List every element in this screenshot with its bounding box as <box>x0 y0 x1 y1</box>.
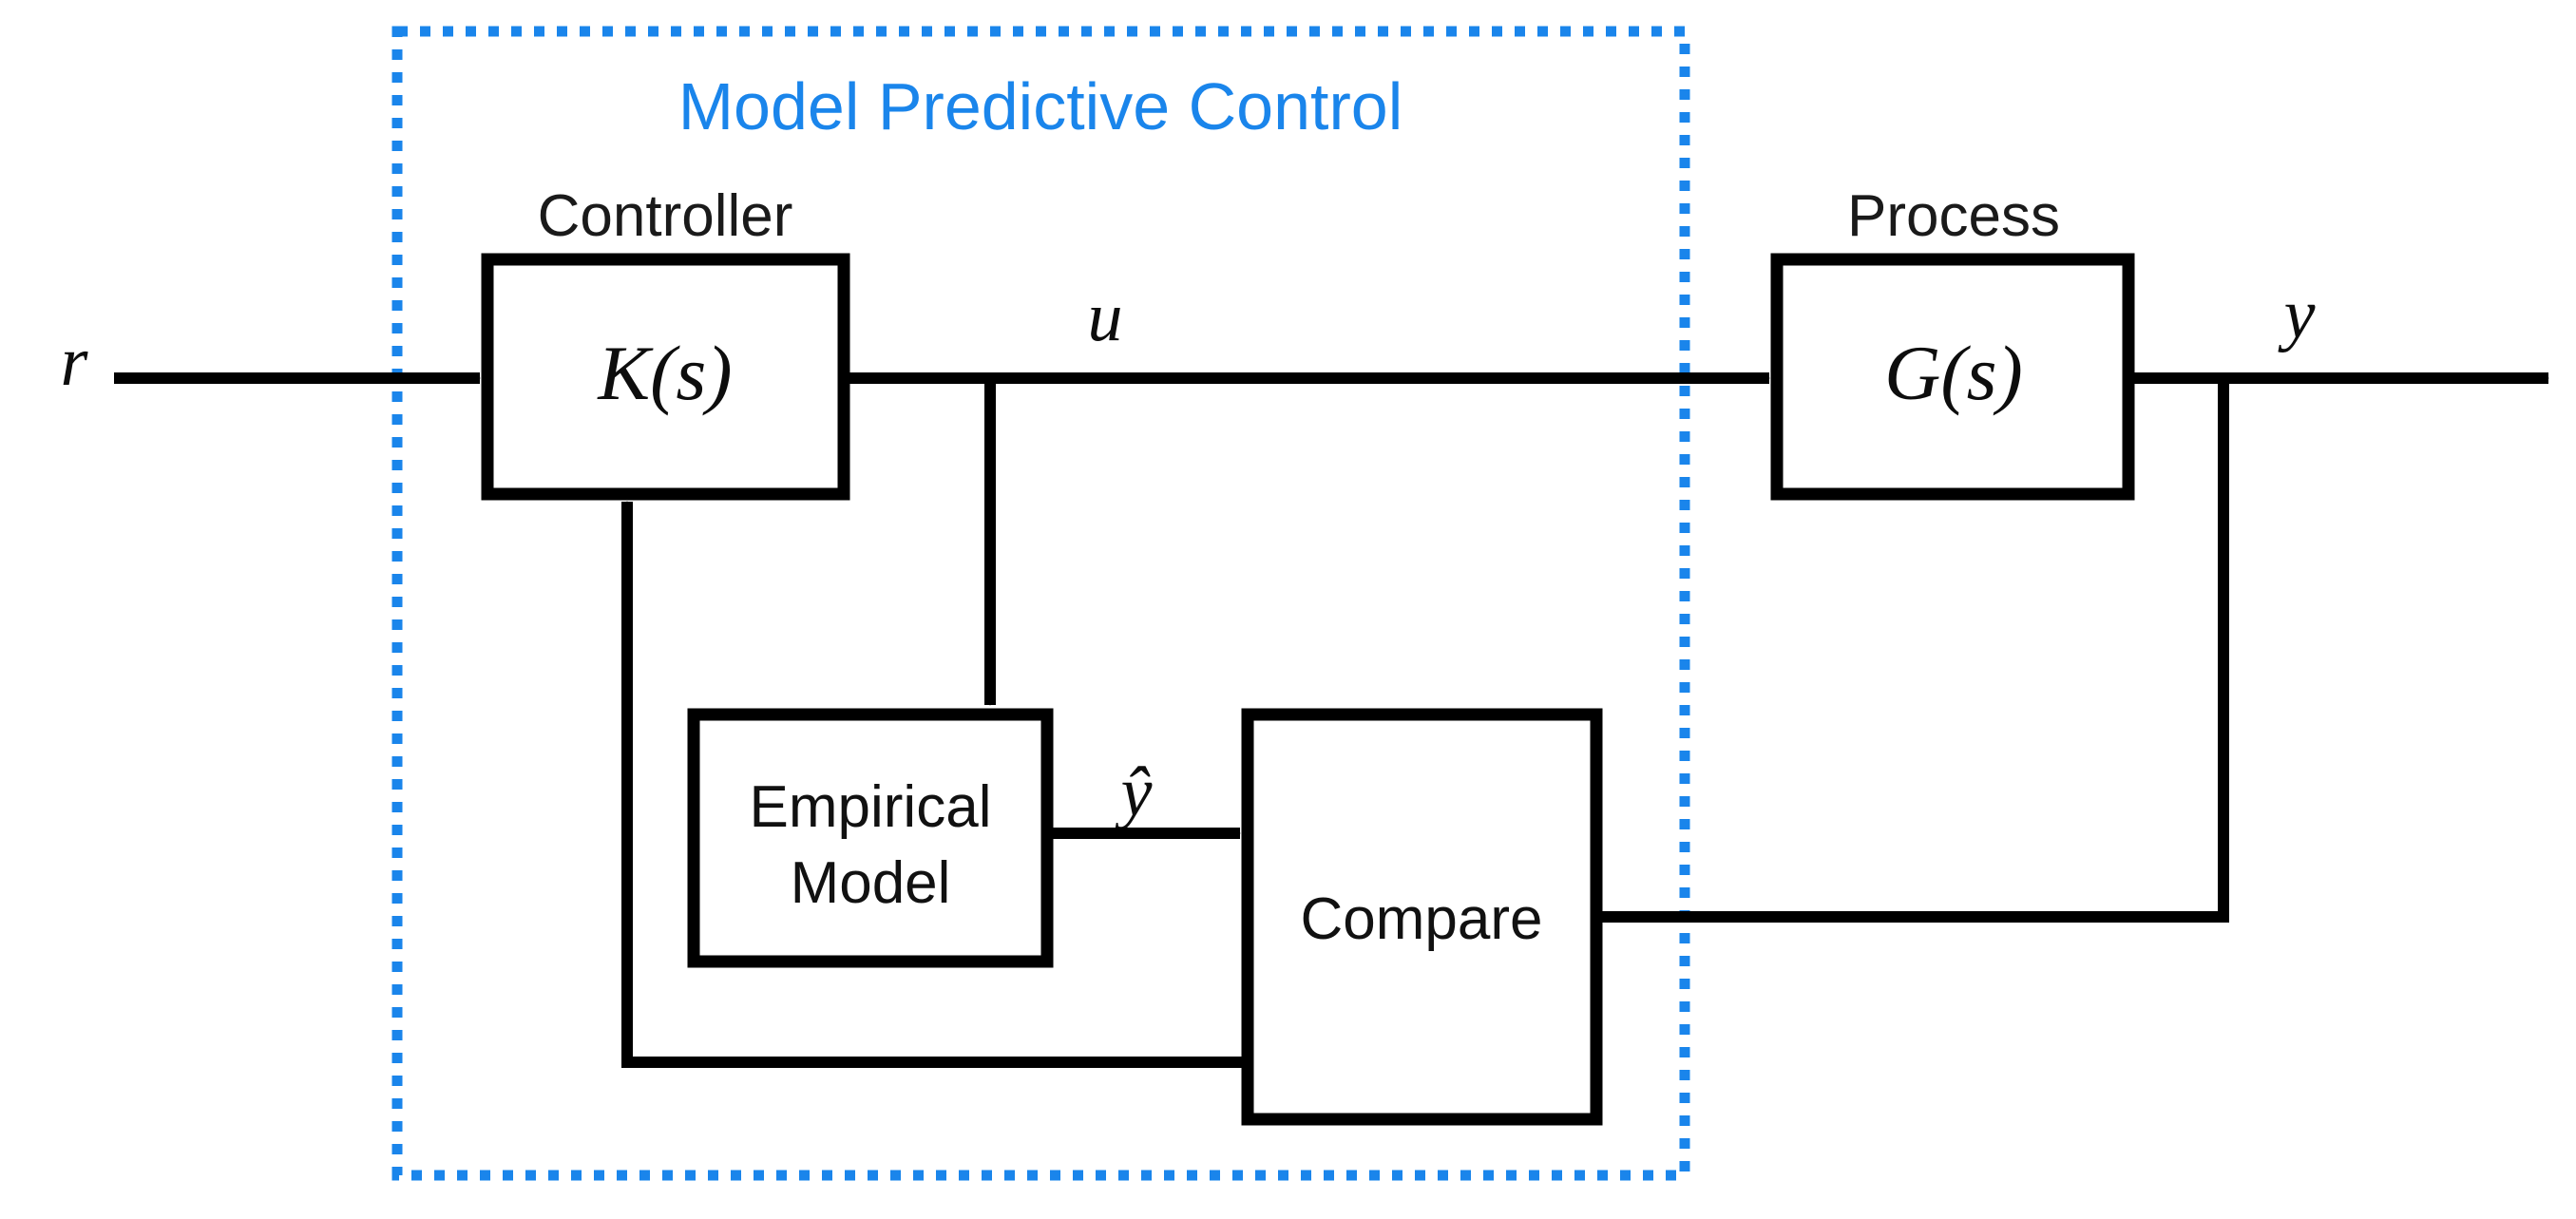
controller-transfer-function: K(s) <box>597 330 732 416</box>
signal-label-y-hat: ŷ <box>1115 753 1153 831</box>
mpc-boundary-title: Model Predictive Control <box>678 69 1403 143</box>
signal-label-y: y <box>2278 276 2316 353</box>
block-empirical-model[interactable] <box>687 708 1054 968</box>
controller-caption: Controller <box>538 183 793 249</box>
block-compare[interactable] <box>1241 708 1603 1126</box>
empirical-model-label-line2: Model <box>791 850 951 916</box>
block-process[interactable] <box>1770 253 2135 501</box>
signal-line-error-feedback <box>621 501 1248 1068</box>
signal-label-u: u <box>1088 278 1123 356</box>
empirical-model-label-line1: Empirical <box>750 774 992 840</box>
process-caption: Process <box>1847 183 2060 249</box>
mpc-boundary-region <box>391 26 1690 1181</box>
compare-label: Compare <box>1301 886 1543 952</box>
process-transfer-function: G(s) <box>1884 330 2023 416</box>
signal-label-r: r <box>61 323 89 401</box>
